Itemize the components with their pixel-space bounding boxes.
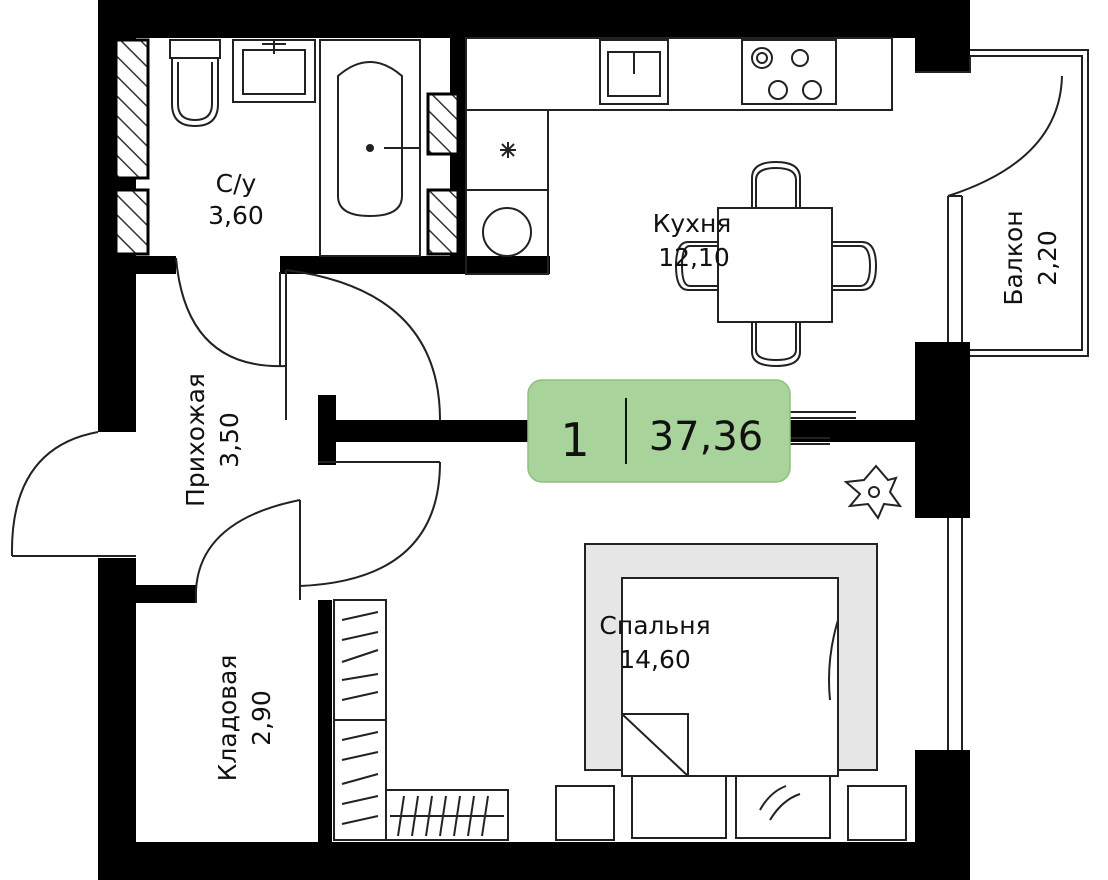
bathroom-name: С/у: [216, 169, 257, 198]
balcony-name: Балкон: [999, 210, 1028, 305]
hallway-name: Прихожая: [181, 373, 210, 507]
total-area-badge: 1 37,36: [527, 379, 791, 483]
bathroom-fixtures: [169, 39, 421, 257]
kitchen-name: Кухня: [653, 209, 732, 238]
badge-total-area: 37,36: [649, 414, 764, 460]
plant-icon: [843, 464, 903, 521]
doors: [10, 257, 963, 750]
kitchen-fixtures: [465, 37, 893, 368]
hallway-area: 3,50: [215, 412, 244, 468]
ventilation-shafts: [114, 38, 460, 256]
badge-background: [527, 379, 791, 483]
kitchen-area: 12,10: [658, 243, 730, 272]
wardrobe: [333, 599, 509, 841]
bedroom-name: Спальня: [599, 611, 710, 640]
bathroom-area: 3,60: [208, 201, 264, 230]
room-labels: С/у 3,60 Кухня 12,10 Балкон 2,20 Прихожа…: [181, 169, 1062, 781]
bedroom-area: 14,60: [619, 645, 691, 674]
bedroom-furniture: [555, 464, 907, 841]
balcony-area: 2,20: [1033, 230, 1062, 286]
storage-name: Кладовая: [213, 655, 242, 782]
badge-rooms-count: 1: [560, 413, 589, 467]
storage-area: 2,90: [247, 690, 276, 746]
balcony: [915, 49, 1089, 357]
